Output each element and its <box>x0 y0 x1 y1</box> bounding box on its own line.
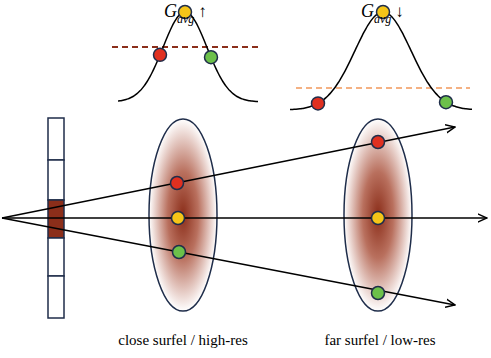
sample-dot <box>171 177 184 190</box>
symbol-letter: G <box>164 2 177 20</box>
sample-dot <box>440 96 453 109</box>
sample-dot <box>172 212 185 225</box>
gaussian-curve <box>118 12 258 102</box>
gaussian-curves <box>112 12 472 110</box>
average-line <box>112 46 262 48</box>
symbol-subscript: avg <box>177 13 194 25</box>
average-line <box>296 87 470 89</box>
caption-label: far surfel / low-res <box>324 333 435 348</box>
sample-dots <box>154 6 453 300</box>
sample-dot <box>154 48 167 61</box>
sample-dot <box>372 287 385 300</box>
gaussian-curve <box>290 12 472 110</box>
trend-arrow: ↓ <box>395 3 404 20</box>
symbol-letter: G <box>361 2 374 20</box>
trend-arrow: ↑ <box>198 3 207 20</box>
sample-dot <box>312 97 325 110</box>
sample-dot <box>205 51 218 64</box>
sample-dot <box>372 212 385 225</box>
close-surfel <box>149 119 217 311</box>
caption-label: close surfel / high-res <box>118 333 248 348</box>
sample-dot <box>372 136 385 149</box>
symbol-subscript: avg <box>374 13 391 25</box>
rays <box>2 127 487 305</box>
sample-dot <box>173 246 186 259</box>
